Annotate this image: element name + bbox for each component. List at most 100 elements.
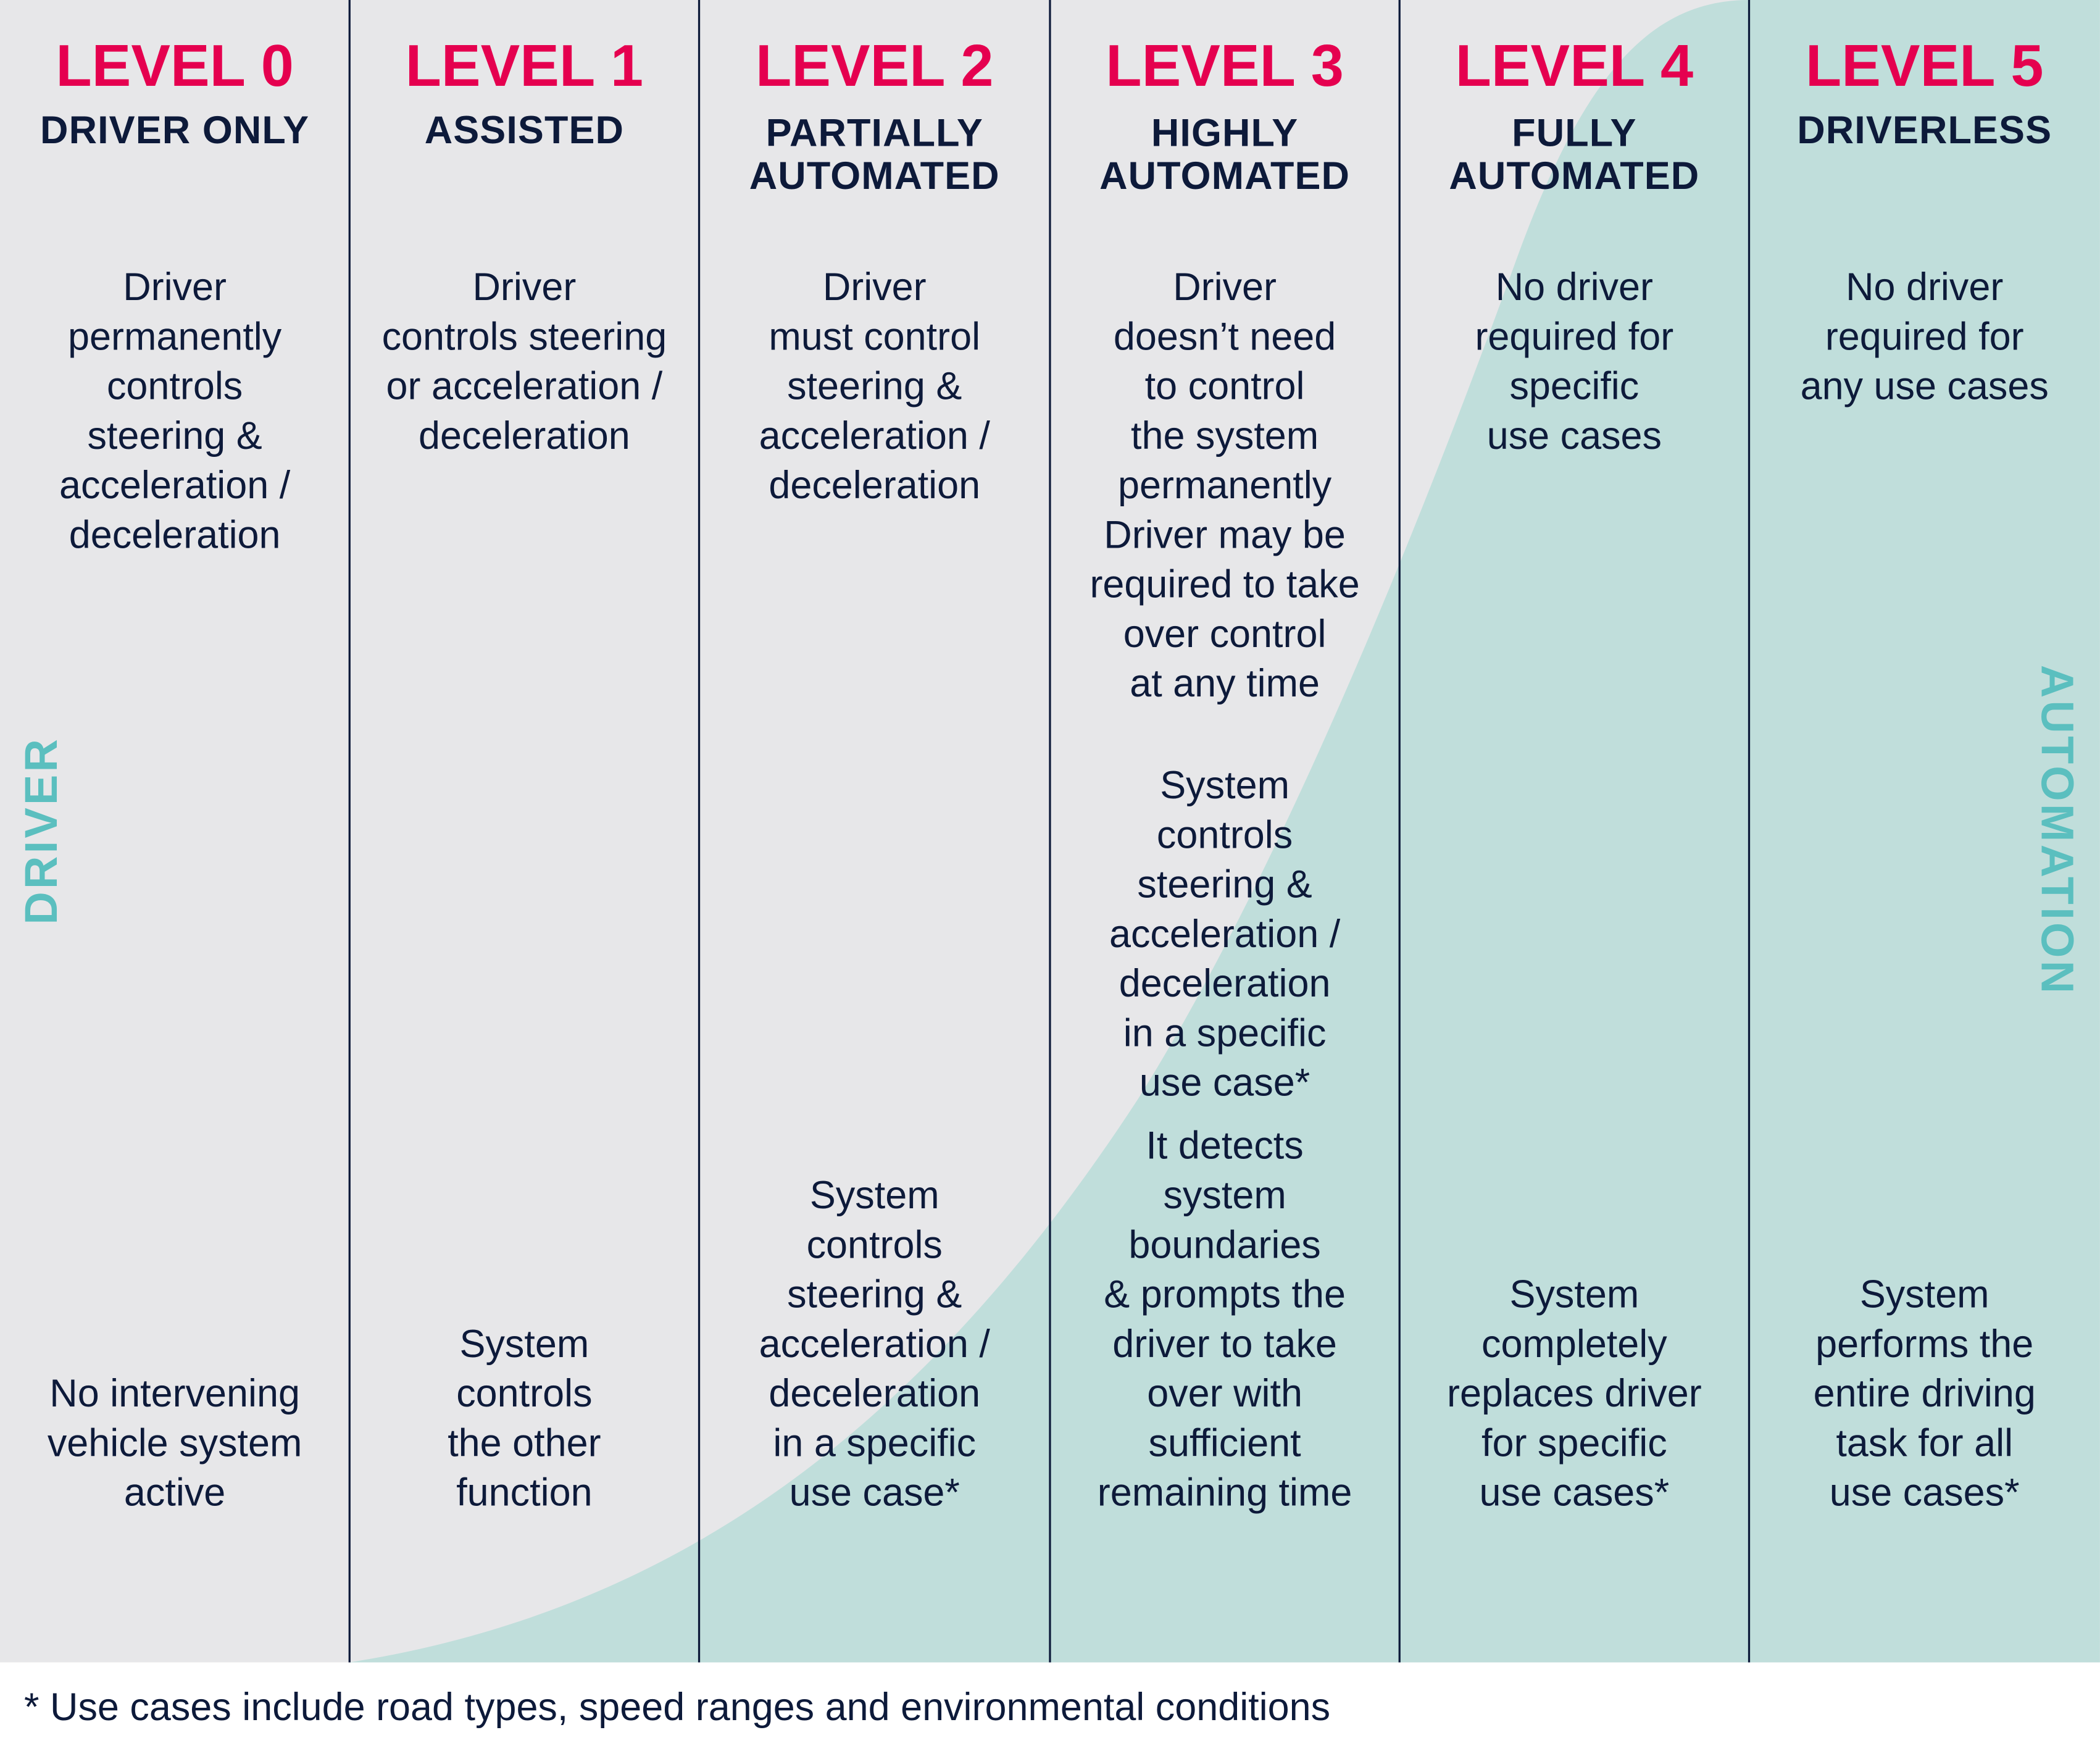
text-line: steering & xyxy=(87,415,262,459)
text-line: deceleration xyxy=(69,514,281,558)
text-line: permanently xyxy=(68,316,282,359)
text-line: for specific xyxy=(1481,1423,1667,1466)
subtitle-line: AUTOMATED xyxy=(1099,155,1351,199)
text-line: to control xyxy=(1144,366,1305,409)
driver-axis-label: DRIVER xyxy=(17,736,68,925)
text-line: replaces driver xyxy=(1447,1373,1702,1416)
text-line: required for xyxy=(1825,316,2024,359)
text-line: boundaries xyxy=(1128,1224,1321,1268)
text-line: any use cases xyxy=(1800,366,2049,409)
text-line: controls steering xyxy=(381,316,667,359)
text-line: & prompts the xyxy=(1104,1274,1346,1317)
driver-role-text: No driver required for any use cases xyxy=(1749,264,2099,412)
subtitle-line: DRIVER ONLY xyxy=(40,109,310,153)
text-line: deceleration xyxy=(769,1373,981,1416)
subtitle-line: HIGHLY xyxy=(1151,112,1299,156)
text-line: steering & xyxy=(1137,864,1312,907)
footnote: * Use cases include road types, speed ra… xyxy=(24,1686,1331,1729)
text-line: System xyxy=(459,1323,590,1366)
subtitle-line: AUTOMATED xyxy=(1449,155,1700,199)
text-line: No intervening xyxy=(49,1373,300,1416)
text-line: deceleration xyxy=(769,464,981,508)
text-line: Driver xyxy=(123,266,227,310)
text-line: It detects xyxy=(1146,1125,1304,1168)
text-line: Driver xyxy=(472,266,577,310)
level-subtitle: DRIVER ONLY xyxy=(0,110,349,153)
text-line: controls xyxy=(806,1224,943,1268)
text-line: the system xyxy=(1130,415,1319,459)
level-subtitle: ASSISTED xyxy=(349,110,699,153)
text-line: remaining time xyxy=(1097,1472,1352,1515)
text-line: No driver xyxy=(1846,266,2004,310)
text-line: entire driving xyxy=(1813,1373,2036,1416)
text-line: Driver may be xyxy=(1104,514,1346,558)
level-title: LEVEL 3 xyxy=(1106,33,1344,99)
text-line: acceleration / xyxy=(1109,913,1341,957)
text-line: completely xyxy=(1481,1323,1667,1366)
text-line: in a specific xyxy=(773,1423,977,1466)
text-line: System xyxy=(1859,1274,1990,1317)
text-line: in a specific xyxy=(1123,1013,1327,1056)
text-line: vehicle system xyxy=(47,1423,302,1466)
automation-axis-label: AUTOMATION xyxy=(2031,664,2082,997)
subtitle-line: PARTIALLY xyxy=(765,112,983,156)
text-line: controls xyxy=(456,1373,593,1416)
text-line: function xyxy=(456,1472,593,1515)
text-line: over with xyxy=(1147,1373,1302,1416)
level-subtitle: DRIVERLESS xyxy=(1749,110,2099,153)
text-line: System xyxy=(1160,764,1290,808)
system-role-text: System controls the other function xyxy=(349,1321,699,1519)
text-line: acceleration / xyxy=(759,415,990,459)
level-title: LEVEL 0 xyxy=(56,33,294,99)
text-line: sufficient xyxy=(1148,1423,1301,1466)
text-line: acceleration / xyxy=(759,1323,990,1366)
text-line: task for all xyxy=(1836,1423,2014,1466)
text-line: system xyxy=(1163,1174,1286,1218)
text-line: steering & xyxy=(787,1274,962,1317)
text-line: performs the xyxy=(1815,1323,2034,1366)
level-title: LEVEL 4 xyxy=(1455,33,1694,99)
level-5-column: LEVEL 5 DRIVERLESS No driver required for an… xyxy=(1749,0,2099,1662)
background xyxy=(0,0,2100,1663)
text-line: the other xyxy=(448,1423,601,1466)
subtitle-line: ASSISTED xyxy=(424,109,625,153)
subtitle-line: AUTOMATED xyxy=(749,155,1000,199)
text-line: deceleration xyxy=(1119,963,1331,1006)
subtitle-line: FULLY xyxy=(1512,112,1637,156)
text-line: doesn’t need xyxy=(1113,316,1336,359)
text-line: use cases* xyxy=(1479,1472,1670,1515)
text-line: acceleration / xyxy=(59,464,291,508)
subtitle-line: DRIVERLESS xyxy=(1797,109,2052,153)
text-line: driver to take xyxy=(1112,1323,1337,1366)
text-line: steering & xyxy=(787,366,962,409)
level-title: LEVEL 2 xyxy=(755,33,994,99)
level-title: LEVEL 5 xyxy=(1805,33,2044,99)
text-line: active xyxy=(123,1472,226,1515)
text-line: required to take xyxy=(1090,564,1360,607)
text-line: at any time xyxy=(1130,662,1320,706)
text-line: specific xyxy=(1509,366,1640,409)
text-line: required for xyxy=(1475,316,1674,359)
text-line: over control xyxy=(1123,613,1327,657)
system-role-text: It detects system boundaries & prompts the d… xyxy=(1050,1122,1399,1519)
text-line: Driver xyxy=(1173,266,1277,310)
text-line: No driver xyxy=(1495,266,1653,310)
system-role-text: System performs the entire driving task for… xyxy=(1749,1271,2099,1519)
text-line: use cases* xyxy=(1829,1472,2020,1515)
